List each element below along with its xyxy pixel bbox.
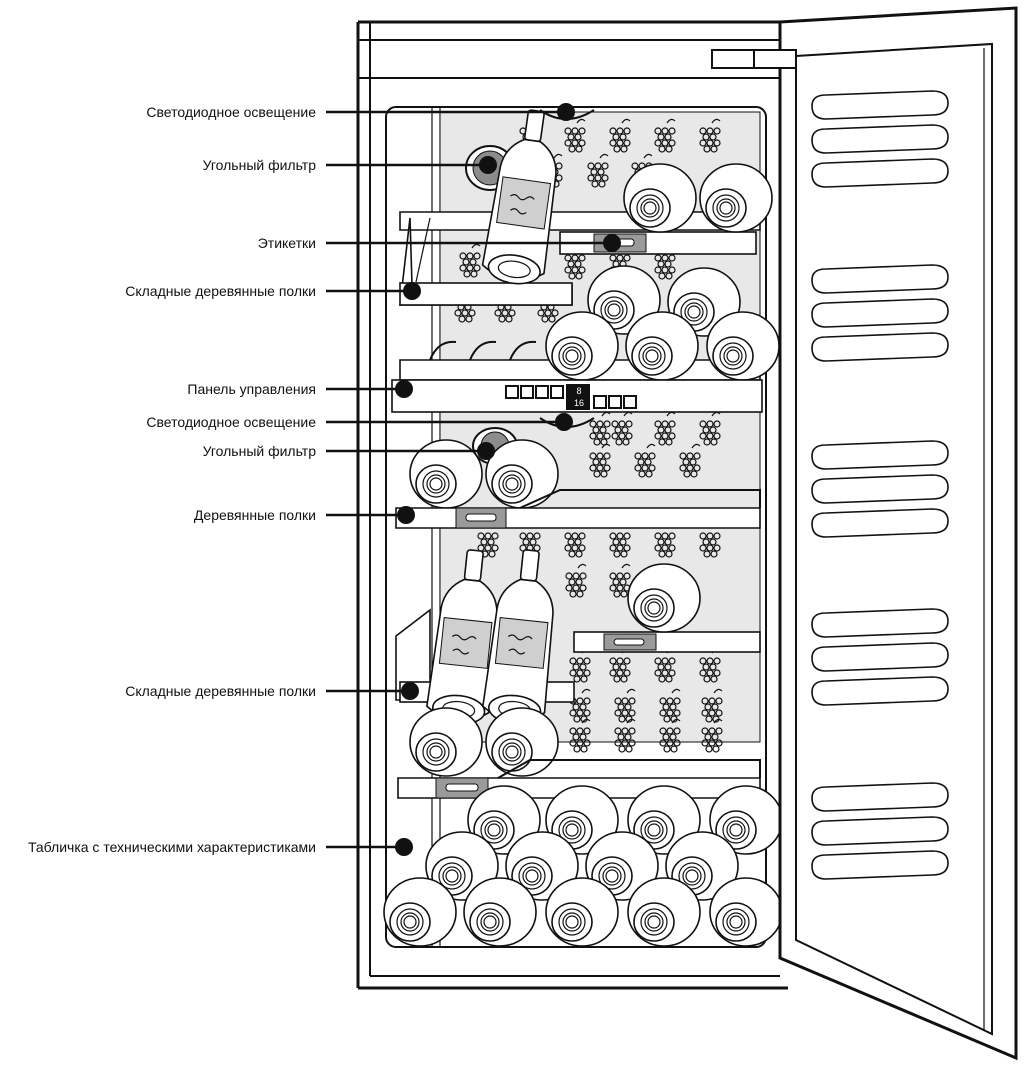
callout-wood-shelves: Деревянные полки bbox=[194, 506, 415, 524]
callout-label-filter-bottom: Угольный фильтр bbox=[203, 443, 317, 459]
callout-led-top: Светодиодное освещение bbox=[146, 103, 575, 121]
callout-label-control-panel: Панель управления bbox=[187, 381, 316, 397]
callout-rating-plate: Табличка с техническими характеристиками bbox=[28, 838, 413, 856]
callout-label-folding-top: Складные деревянные полки bbox=[125, 283, 316, 299]
callout-folding-bottom: Складные деревянные полки bbox=[125, 682, 419, 700]
callout-label-folding-bottom: Складные деревянные полки bbox=[125, 683, 316, 699]
bottles-bottom-stack bbox=[383, 785, 783, 947]
callout-label-led-bottom: Светодиодное освещение bbox=[146, 414, 316, 430]
callout-label-rating-plate: Табличка с техническими характеристиками bbox=[28, 839, 316, 855]
callout-folding-top: Складные деревянные полки bbox=[125, 282, 421, 300]
callout-label-wood-shelves: Деревянные полки bbox=[194, 507, 316, 523]
display-top-value: 8 bbox=[576, 386, 581, 396]
wooden-shelf-middle bbox=[395, 489, 761, 529]
callout-label-labels: Этикетки bbox=[258, 235, 316, 251]
callout-label-led-top: Светодиодное освещение bbox=[146, 104, 316, 120]
callout-labels: Этикетки bbox=[258, 234, 621, 252]
callout-led-bottom: Светодиодное освещение bbox=[146, 413, 573, 431]
callout-filter-top: Угольный фильтр bbox=[203, 156, 497, 174]
display-bottom-value: 16 bbox=[574, 398, 584, 408]
callout-filter-bottom: Угольный фильтр bbox=[203, 442, 495, 460]
callout-control-panel: Панель управления bbox=[187, 380, 413, 398]
callout-label-filter-top: Угольный фильтр bbox=[203, 157, 317, 173]
control-panel: 8 16 bbox=[391, 379, 763, 413]
